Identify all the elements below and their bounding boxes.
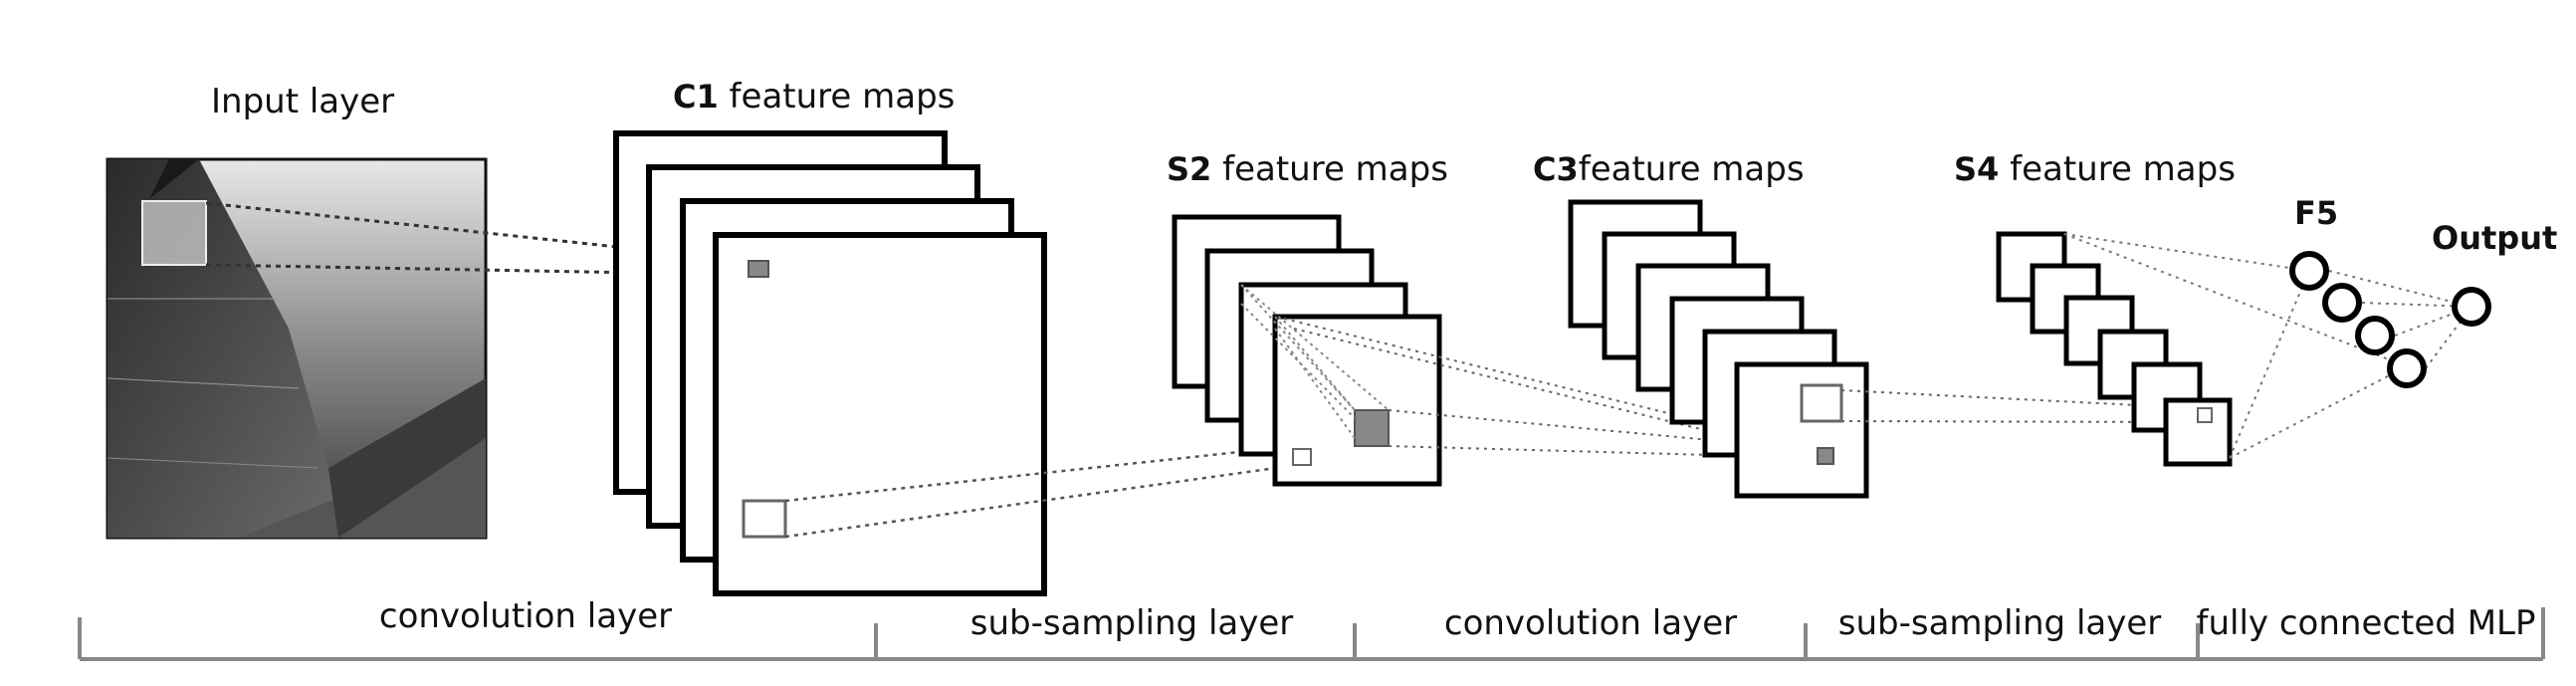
f5-neurons [2289, 251, 2427, 388]
s2-pool-patch [1292, 448, 1312, 466]
s4-to-f5-lines [2063, 233, 2408, 459]
c3-kernel-patch [1817, 447, 1834, 465]
input-image [106, 157, 488, 540]
c3-pool-patch [1800, 383, 1843, 423]
s2-label: S2 feature maps [1167, 149, 1448, 189]
s4-label: S4 feature maps [1954, 149, 2236, 189]
c1-kernel-patch [748, 260, 769, 278]
section-label-convolution-1: convolution layer [379, 596, 672, 636]
s2-feature-maps [1172, 214, 1442, 487]
output-label: Output [2432, 219, 2557, 257]
s4-patch [2197, 407, 2213, 423]
s2-kernel-patch [1354, 409, 1390, 447]
section-bracket [78, 607, 2545, 661]
output-neuron [2452, 287, 2491, 327]
s2-internal-lines [1240, 284, 1390, 439]
section-label-subsampling-2: sub-sampling layer [1838, 603, 2162, 643]
c1-label: C1 feature maps [673, 77, 955, 116]
section-label-convolution-2: convolution layer [1444, 603, 1737, 643]
c1-feature-maps [613, 130, 1047, 596]
input-layer-label: Input layer [211, 82, 394, 121]
f5-label: F5 [2294, 194, 2338, 232]
c1-to-s2-lines [784, 446, 1277, 539]
s4-feature-maps [1996, 231, 2233, 467]
section-label-fully-connected: fully connected MLP [2197, 603, 2536, 643]
c1-pool-patch [742, 499, 787, 539]
section-label-subsampling-1: sub-sampling layer [970, 603, 1294, 643]
c3-feature-maps [1568, 199, 1869, 499]
c3-label: C3feature maps [1533, 149, 1805, 189]
